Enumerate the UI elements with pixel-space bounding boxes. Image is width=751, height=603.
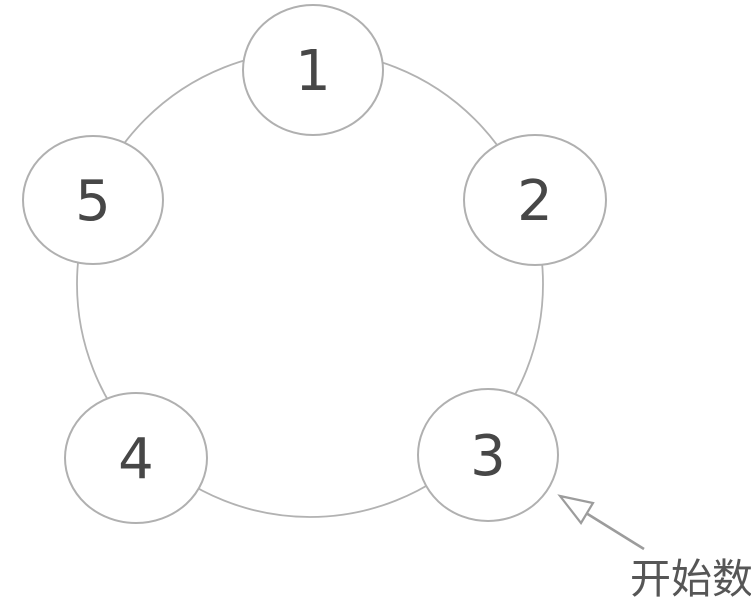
node-3-circle [417,388,559,522]
node-3: 3 [417,388,559,522]
start-label: 开始数 [630,555,751,603]
node-1-label: 1 [295,39,331,104]
arrow-head-icon [557,494,595,525]
node-3-label: 3 [470,424,506,489]
node-4-label: 4 [118,427,154,492]
start-arrow [557,494,645,551]
node-2: 2 [463,134,607,266]
node-4: 4 [64,392,208,524]
node-5-circle [22,135,164,265]
node-5-label: 5 [75,169,111,234]
node-5: 5 [22,135,164,265]
node-1: 1 [242,4,384,136]
node-2-circle [463,134,607,266]
node-1-circle [242,4,384,136]
node-4-circle [64,392,208,524]
node-2-label: 2 [517,169,553,234]
arrow-shaft [585,511,645,551]
